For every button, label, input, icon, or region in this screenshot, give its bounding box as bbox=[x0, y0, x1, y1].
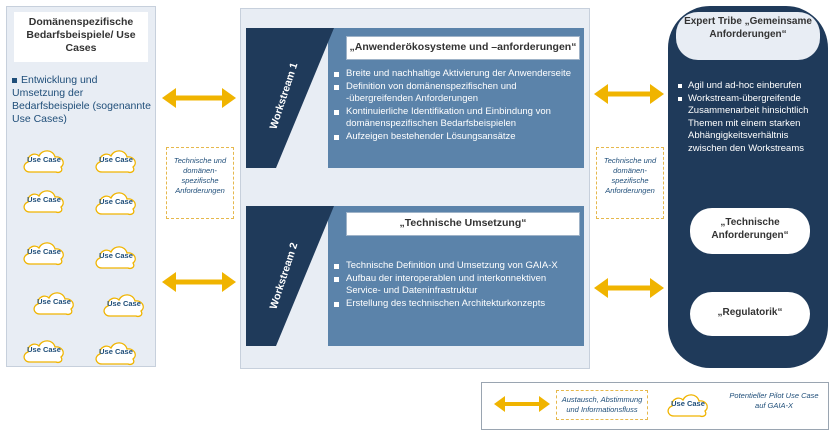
use-case-cloud-icon: Use Case bbox=[20, 336, 68, 366]
expert-tribe-item: Agil und ad-hoc einberufen bbox=[678, 80, 824, 93]
use-case-label: Use Case bbox=[99, 155, 133, 164]
legend-cloud-icon: Use Case bbox=[664, 390, 712, 420]
workstream-1-heading: „Anwenderökosysteme und –anforderungen“ bbox=[346, 36, 580, 60]
use-case-label: Use Case bbox=[99, 251, 133, 260]
use-case-cloud-icon: Use Case bbox=[20, 186, 68, 216]
use-case-cloud-icon: Use Case bbox=[100, 290, 148, 320]
use-case-cloud-icon: Use Case bbox=[30, 288, 78, 318]
use-case-cloud-icon: Use Case bbox=[92, 338, 140, 368]
workstream-2-tab bbox=[246, 206, 334, 346]
use-case-cloud-icon: Use Case bbox=[92, 188, 140, 218]
workstream-2-item: Erstellung des technischen Architekturko… bbox=[334, 298, 580, 311]
workstream-1-item: Breite und nachhaltige Aktivierung der A… bbox=[334, 68, 580, 81]
technical-requirements-oval: „Technische Anforderungen“ bbox=[690, 208, 810, 254]
workstream-1-list: Breite und nachhaltige Aktivierung der A… bbox=[334, 68, 580, 143]
exchange-arrow-icon bbox=[594, 84, 664, 104]
exchange-arrow-icon bbox=[162, 272, 236, 292]
legend-cloud-text: Potentieller Pilot Use Case auf GAIA-X bbox=[729, 391, 819, 410]
workstream-1-tab bbox=[246, 28, 334, 168]
use-case-cloud-icon: Use Case bbox=[20, 146, 68, 176]
use-case-cloud-icon: Use Case bbox=[92, 242, 140, 272]
workstream-1-item: Definition von domänenspezifischen und -… bbox=[334, 81, 580, 106]
legend-arrow-icon bbox=[494, 396, 550, 412]
exchange-arrow-icon bbox=[594, 278, 664, 298]
workstream-2-list: Technische Definition und Umsetzung von … bbox=[334, 260, 580, 310]
use-case-label: Use Case bbox=[27, 247, 61, 256]
use-case-label: Use Case bbox=[27, 345, 61, 354]
workstream-1-item: Kontinuierliche Identifikation und Einbi… bbox=[334, 106, 580, 131]
right-connector-label: Technische und domänen-spezifische Anfor… bbox=[596, 147, 664, 219]
use-case-label: Use Case bbox=[107, 299, 141, 308]
left-connector-label: Technische und domänen-spezifische Anfor… bbox=[166, 147, 234, 219]
use-case-cloud-icon: Use Case bbox=[20, 238, 68, 268]
workstream-2-item: Aufbau der interoperablen und interkonne… bbox=[334, 273, 580, 298]
workstream-2-heading: „Technische Umsetzung“ bbox=[346, 212, 580, 236]
use-cases-bullet-text: Entwicklung und Umsetzung der Bedarfsbei… bbox=[12, 74, 151, 125]
use-case-cloud-icon: Use Case bbox=[92, 146, 140, 176]
regulatory-oval: „Regulatorik“ bbox=[690, 292, 810, 336]
workstream-1-item: Aufzeigen bestehender Lösungsansätze bbox=[334, 131, 580, 144]
workstream-2-item: Technische Definition und Umsetzung von … bbox=[334, 260, 580, 273]
use-cases-bullet: Entwicklung und Umsetzung der Bedarfsbei… bbox=[12, 74, 152, 126]
legend-cloud-label: Use Case bbox=[671, 399, 705, 408]
expert-tribe-title: Expert Tribe „Gemeinsame Anforderungen“ bbox=[676, 12, 820, 60]
use-case-label: Use Case bbox=[27, 155, 61, 164]
use-case-label: Use Case bbox=[37, 297, 71, 306]
legend-arrow-text: Austausch, Abstimmung und Informationsfl… bbox=[556, 390, 648, 420]
use-case-label: Use Case bbox=[27, 195, 61, 204]
exchange-arrow-icon bbox=[162, 88, 236, 108]
use-cases-title: Domänenspezifische Bedarfsbeispiele/ Use… bbox=[14, 12, 148, 62]
use-case-label: Use Case bbox=[99, 347, 133, 356]
expert-tribe-item: Workstream-übergreifende Zusammenarbeit … bbox=[678, 93, 824, 156]
bullet-square-icon bbox=[12, 77, 17, 83]
use-case-label: Use Case bbox=[99, 197, 133, 206]
